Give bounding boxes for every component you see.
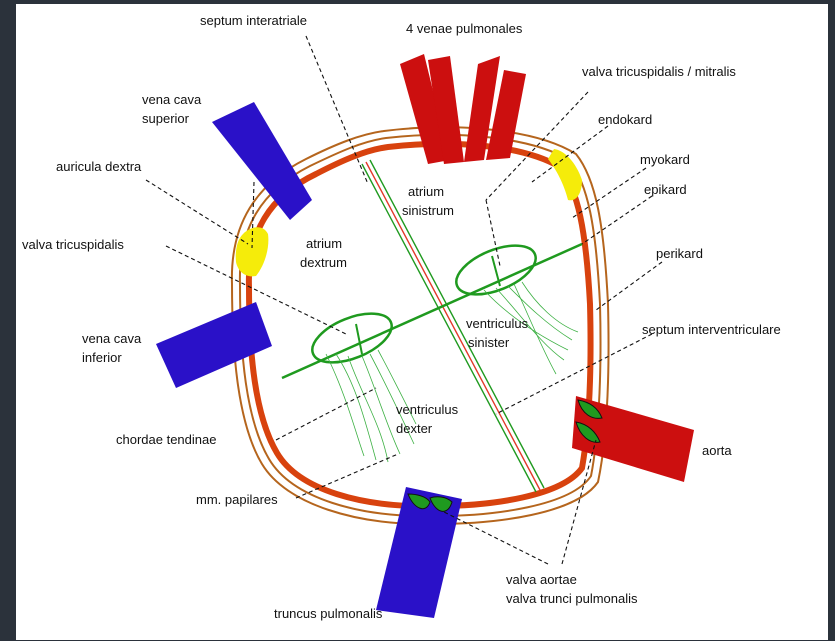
label-mm-papilares: mm. papilares	[196, 492, 278, 507]
label-ventriculus-dexter-1: ventriculus	[396, 402, 459, 417]
label-valva-tricuspidalis: valva tricuspidalis	[22, 237, 124, 252]
vena-cava-superior	[212, 102, 312, 220]
label-ventriculus-dexter-2: dexter	[396, 421, 433, 436]
label-atrium-dextrum-1: atrium	[306, 236, 342, 251]
label-endokard: endokard	[598, 112, 652, 127]
label-atrium-sinistrum-1: atrium	[408, 184, 444, 199]
label-truncus-pulmonalis: truncus pulmonalis	[274, 606, 383, 621]
label-auricula-dextra: auricula dextra	[56, 159, 142, 174]
label-ventriculus-sinister-1: ventriculus	[466, 316, 529, 331]
label-vena-cava-inferior-2: inferior	[82, 350, 122, 365]
label-myokard: myokard	[640, 152, 690, 167]
label-vena-cava-superior-1: vena cava	[142, 92, 202, 107]
label-ventriculus-sinister-2: sinister	[468, 335, 510, 350]
leader-lines	[146, 36, 662, 564]
label-vena-cava-inferior-1: vena cava	[82, 331, 142, 346]
label-valva-trunci-pulmonalis: valva trunci pulmonalis	[506, 591, 638, 606]
label-valva-aortae: valva aortae	[506, 572, 577, 587]
label-epikard: epikard	[644, 182, 687, 197]
label-chordae-tendinae: chordae tendinae	[116, 432, 216, 447]
heart-diagram: septum interatriale 4 venae pulmonales v…	[16, 4, 828, 640]
label-septum-interventriculare: septum interventriculare	[642, 322, 781, 337]
label-aorta: aorta	[702, 443, 732, 458]
label-vena-cava-superior-2: superior	[142, 111, 190, 126]
label-venae-pulmonales: 4 venae pulmonales	[406, 21, 523, 36]
label-atrium-sinistrum-2: sinistrum	[402, 203, 454, 218]
valva-tricuspidalis-leaflet	[356, 324, 362, 354]
label-valva-tricuspidalis-mitralis: valva tricuspidalis / mitralis	[582, 64, 736, 79]
label-perikard: perikard	[656, 246, 703, 261]
venae-pulmonales	[400, 54, 526, 164]
label-septum-interatriale: septum interatriale	[200, 13, 307, 28]
label-atrium-dextrum-2: dextrum	[300, 255, 347, 270]
diagram-frame: septum interatriale 4 venae pulmonales v…	[16, 4, 828, 640]
